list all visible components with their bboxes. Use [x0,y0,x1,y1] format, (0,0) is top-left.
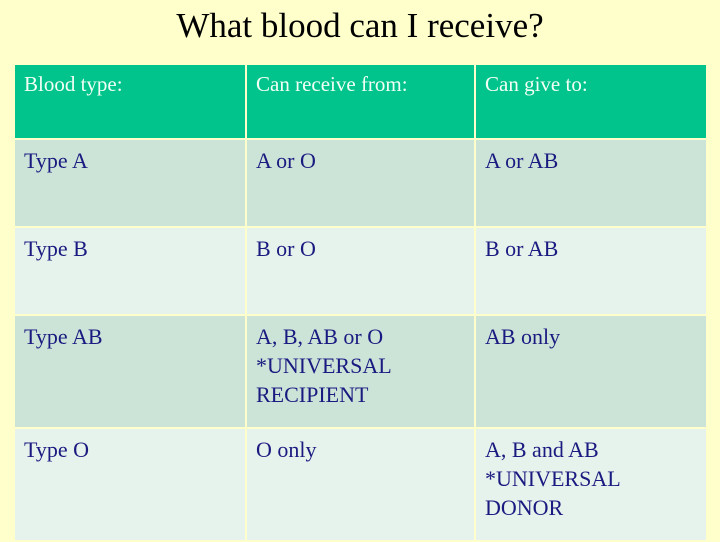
cell-blood-type: Type O [15,429,245,540]
column-header-can-receive-from: Can receive from: [247,65,474,138]
table-header-row: Blood type: Can receive from: Can give t… [15,65,706,138]
cell-line: O only [256,437,317,462]
cell-blood-type: Type B [15,228,245,314]
column-header-blood-type: Blood type: [15,65,245,138]
cell-can-receive-from: O only [247,429,474,540]
cell-can-give-to: A, B and AB *UNIVERSAL DONOR [476,429,706,540]
cell-line: B or AB [485,236,559,261]
cell-can-give-to: B or AB [476,228,706,314]
cell-line: AB only [485,324,561,349]
table-row: Type AB A, B, AB or O *UNIVERSAL RECIPIE… [15,316,706,427]
cell-blood-type: Type AB [15,316,245,427]
column-header-can-give-to: Can give to: [476,65,706,138]
table-row: Type A A or O A or AB [15,140,706,226]
cell-line: *UNIVERSAL [485,466,621,491]
cell-line: A, B, AB or O [256,324,384,349]
cell-can-give-to: AB only [476,316,706,427]
cell-line: *UNIVERSAL [256,353,392,378]
cell-line: B or O [256,236,316,261]
cell-line: DONOR [485,495,564,520]
cell-can-receive-from: B or O [247,228,474,314]
cell-line: A or AB [485,148,559,173]
cell-can-receive-from: A or O [247,140,474,226]
page-title: What blood can I receive? [176,6,544,45]
blood-compatibility-table: Blood type: Can receive from: Can give t… [13,63,708,542]
cell-line: A, B and AB [485,437,599,462]
cell-line: A or O [256,148,316,173]
cell-can-give-to: A or AB [476,140,706,226]
cell-blood-type: Type A [15,140,245,226]
cell-line: RECIPIENT [256,382,369,407]
cell-can-receive-from: A, B, AB or O *UNIVERSAL RECIPIENT [247,316,474,427]
table-row: Type O O only A, B and AB *UNIVERSAL DON… [15,429,706,540]
table-row: Type B B or O B or AB [15,228,706,314]
